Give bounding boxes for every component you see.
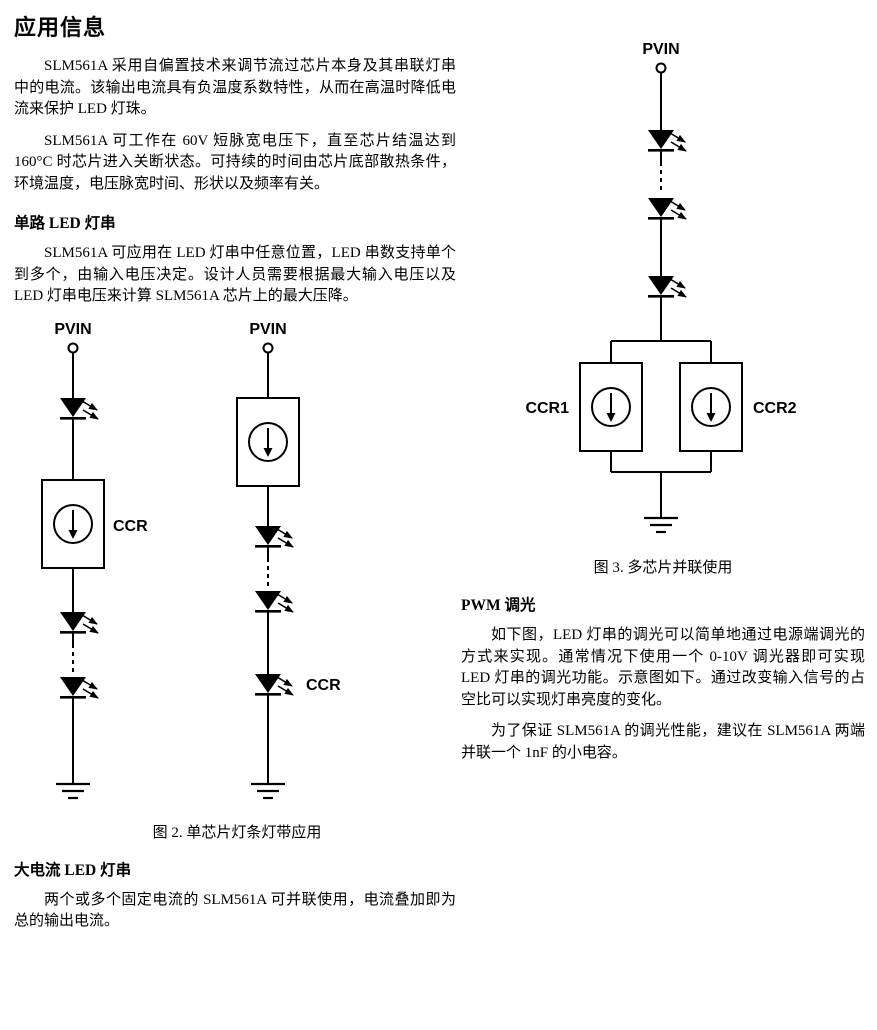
current-source-icon	[579, 362, 643, 452]
pvin-label: PVIN	[249, 321, 286, 338]
figure3-caption: 图 3. 多芯片并联使用	[593, 560, 733, 576]
right-column: PVIN CCR1 CCR2	[461, 38, 865, 774]
ground-icon	[54, 782, 92, 799]
terminal-icon	[67, 342, 79, 353]
current-source-icon	[679, 362, 743, 452]
figure3-circuit-diagram: PVIN CCR1 CCR2	[525, 41, 797, 534]
ccr-label: CCR	[306, 677, 341, 694]
figure-2: PVIN CCR PVIN	[18, 318, 456, 842]
figure2-circuit-diagram: PVIN CCR PVIN	[41, 321, 341, 799]
pwm-paragraph-2: 为了保证 SLM561A 的调光性能，建议在 SLM561A 两端并联一个 1n…	[461, 723, 865, 761]
ccr1-label: CCR1	[525, 400, 569, 417]
terminal-icon	[262, 342, 274, 353]
intro-paragraph-2: SLM561A 可工作在 60V 短脉宽电压下，直至芯片结温达到 160°C 时…	[14, 132, 456, 192]
intro-paragraph-1: SLM561A 采用自偏置技术来调节流过芯片本身及其串联灯串中的电流。该输出电流…	[14, 58, 456, 117]
ccr2-label: CCR2	[753, 400, 797, 417]
led-icon	[60, 398, 98, 419]
page-title: 应用信息	[14, 15, 107, 40]
ground-icon	[642, 516, 680, 534]
fig2-left-circuit: PVIN CCR	[41, 321, 148, 799]
led-icon	[648, 198, 686, 219]
current-source-icon	[236, 396, 300, 487]
figure2-caption: 图 2. 单芯片灯条灯带应用	[152, 824, 322, 841]
led-icon	[648, 130, 686, 151]
fig3-parallel-circuit: PVIN CCR1 CCR2	[525, 41, 797, 534]
led-icon	[255, 526, 293, 547]
figure-3: PVIN CCR1 CCR2	[461, 38, 865, 577]
fig2-right-circuit: PVIN CCR	[236, 321, 341, 799]
led-icon	[60, 612, 98, 633]
section-heading-high-current: 大电流 LED 灯串	[14, 861, 132, 879]
left-column: 应用信息 SLM561A 采用自偏置技术来调节流过芯片本身及其串联灯串中的电流。…	[14, 10, 456, 943]
ccr-label: CCR	[113, 518, 148, 535]
led-icon	[255, 591, 293, 612]
high-current-paragraph: 两个或多个固定电流的 SLM561A 可并联使用，电流叠加即为总的输出电流。	[14, 891, 456, 930]
section-heading-single-led: 单路 LED 灯串	[14, 215, 116, 232]
terminal-icon	[655, 62, 667, 74]
single-led-paragraph: SLM561A 可应用在 LED 灯串中任意位置，LED 串数支持单个到多个，由…	[14, 245, 456, 304]
ground-icon	[249, 782, 287, 799]
led-icon	[255, 674, 293, 695]
led-icon	[60, 677, 98, 698]
pwm-paragraph-1: 如下图，LED 灯串的调光可以简单地通过电源端调光的方式来实现。通常情况下使用一…	[461, 627, 865, 708]
current-source-icon	[41, 478, 105, 569]
led-icon	[648, 276, 686, 297]
pvin-label: PVIN	[642, 41, 679, 58]
pvin-label: PVIN	[54, 321, 91, 338]
section-heading-pwm: PWM 调光	[461, 597, 536, 614]
